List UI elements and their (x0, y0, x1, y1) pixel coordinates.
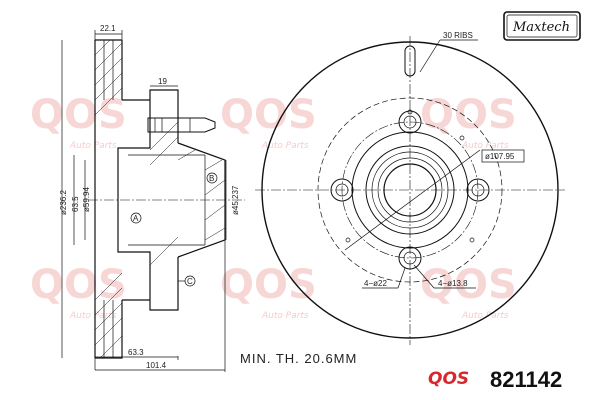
footer-logo-text: QOS (428, 369, 469, 389)
watermark-layer: QOS QOS QOS QOS QOS QOS Auto Parts Auto … (30, 92, 517, 321)
watermark-sub: Auto Parts (69, 311, 117, 321)
label-pcd: ø107.95 (485, 152, 515, 161)
section-hatch (94, 39, 226, 359)
side-view: 22.1 19 ø236.2 63.5 ø59.94 ø45.237 63.3 … (59, 24, 245, 372)
label-holes-1: 4−ø22 (364, 279, 387, 288)
vent-ribs (103, 40, 114, 358)
diagonal-leader (344, 149, 481, 251)
title-block: MIN. TH. 20.6MM QOS 821142 (240, 351, 562, 392)
watermark-sub: Auto Parts (261, 311, 309, 321)
wheel-stud (147, 117, 216, 133)
watermark-logo: QOS (220, 92, 317, 138)
watermark-sub: Auto Parts (461, 311, 509, 321)
dim-diameter-1: 63.5 (71, 196, 80, 212)
min-thickness-note: MIN. TH. 20.6MM (240, 351, 357, 366)
front-view: 30 RIBS ø107.95 4−ø22 4−ø13.8 (255, 31, 565, 345)
dim-bottom-1: 63.3 (128, 348, 144, 357)
brand-logo-text: Maxtech (512, 20, 570, 35)
dim-diameter-2: ø59.94 (82, 187, 91, 212)
watermark-sub: Auto Parts (261, 141, 309, 151)
footer-logo: QOS (428, 369, 469, 389)
dim-diameter-3: ø45.237 (231, 185, 240, 215)
datum-markers: A B C (130, 172, 218, 287)
watermark-sub: Auto Parts (69, 141, 117, 151)
dim-top-width: 22.1 (100, 24, 116, 33)
label-ribs: 30 RIBS (443, 31, 473, 40)
rotor-section-outline (94, 39, 226, 359)
rib-slot (404, 45, 416, 77)
watermark-logo: QOS (30, 262, 127, 308)
pcd-label-box (481, 149, 525, 163)
brand-badge: Maxtech (503, 11, 581, 41)
watermark-logo: QOS (420, 262, 517, 308)
marker-a: A (133, 214, 139, 223)
part-number: 821142 (490, 367, 562, 392)
stud-thread (154, 118, 191, 132)
ribs-leader (419, 39, 441, 73)
watermark-sub: Auto Parts (461, 141, 509, 151)
marker-c: C (187, 277, 193, 286)
side-dimensions: 22.1 19 ø236.2 63.5 ø59.94 ø45.237 63.3 … (59, 24, 240, 372)
dim-outer-diameter: ø236.2 (59, 190, 68, 215)
label-holes-2: 4−ø13.8 (438, 279, 468, 288)
dim-stud: 19 (158, 77, 167, 86)
dim-bottom-2: 101.4 (146, 361, 167, 370)
watermark-logo: QOS (220, 262, 317, 308)
watermark-logo: QOS (30, 92, 127, 138)
watermark-logo: QOS (420, 92, 517, 138)
marker-b: B (209, 174, 214, 183)
